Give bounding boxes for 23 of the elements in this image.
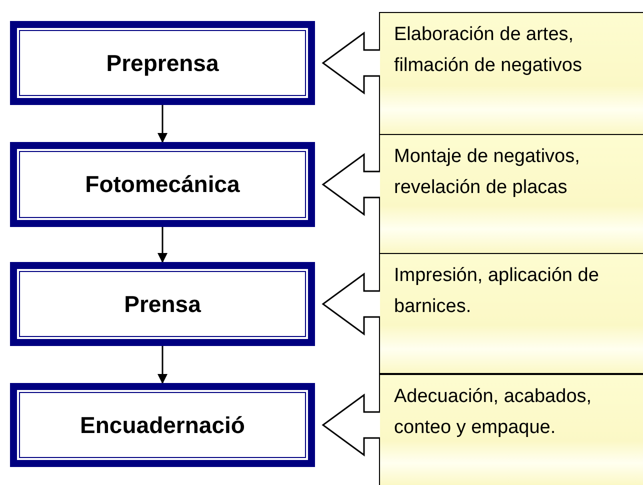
step-label: Prensa: [124, 290, 201, 318]
arrow: [158, 227, 168, 263]
step-description: Adecuación, acabados, conteo y empaque.: [394, 385, 593, 440]
process-box: [10, 383, 315, 467]
description-callout: [379, 134, 643, 254]
block-arrow: [322, 394, 381, 456]
arrow: [158, 105, 168, 143]
description-callout: [379, 253, 643, 374]
block-arrow: [322, 32, 381, 94]
block-arrow: [322, 272, 381, 336]
process-box: [10, 21, 315, 105]
description-callout: [379, 374, 643, 485]
process-box: [10, 142, 315, 227]
step-label: Fotomecánica: [85, 171, 240, 198]
step-label: Preprensa: [106, 50, 219, 76]
description-callout: [379, 12, 643, 135]
step-label: Encuadernació: [80, 412, 245, 438]
process-box: [10, 262, 315, 346]
step-description: Montaje de negativos, revelación de placas: [394, 145, 581, 200]
arrow: [158, 346, 168, 384]
block-arrow: [322, 153, 381, 216]
step-description: Impresión, aplicación de barnices.: [394, 264, 600, 319]
step-description: Elaboración de artes, filmación de negativos: [394, 23, 583, 78]
